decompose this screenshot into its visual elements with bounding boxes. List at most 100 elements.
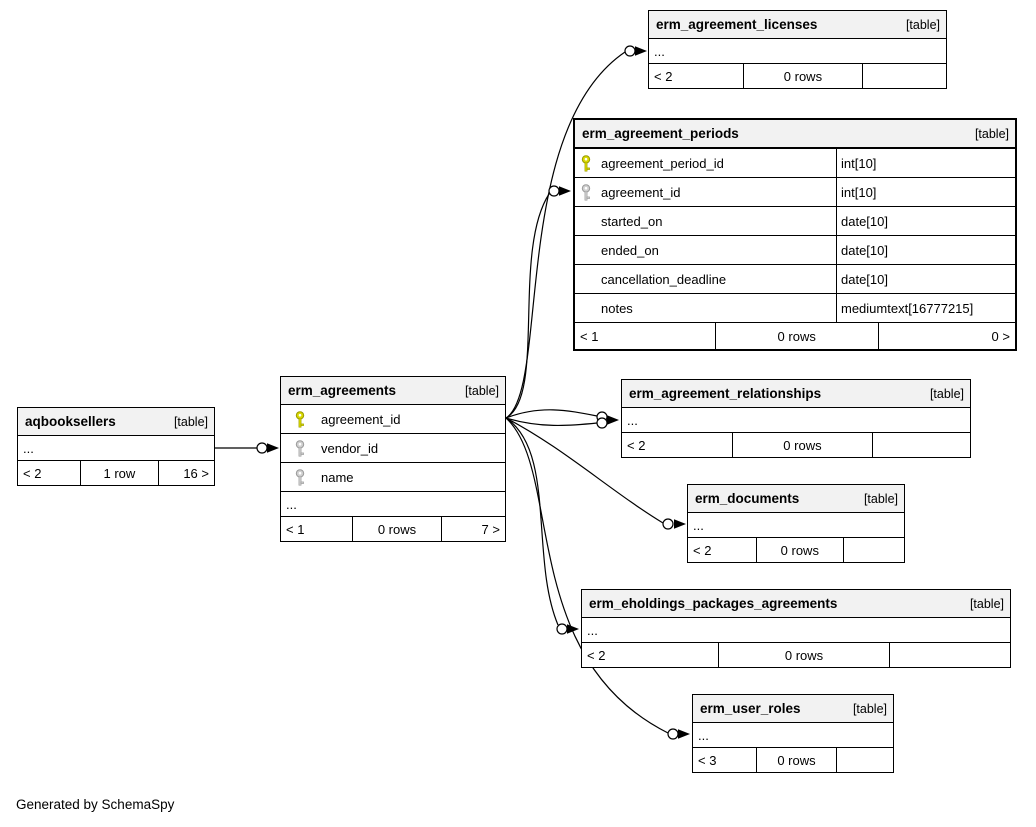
zero-or-one-circle-marker [256, 442, 268, 454]
children-count: < 3 [693, 748, 757, 772]
table-name: erm_documents [695, 491, 800, 506]
parents-count [890, 643, 1010, 667]
table-type-badge: [table] [173, 414, 208, 429]
table-header: erm_agreements [table] [281, 377, 505, 405]
row-count: 1 row [81, 461, 160, 485]
table-type-badge: [table] [905, 17, 940, 32]
foreign-key-arrowhead [674, 519, 686, 529]
column-row-started_on: started_on date[10] [575, 207, 1015, 236]
parents-count: 0 > [991, 328, 1010, 344]
table-name: aqbooksellers [25, 414, 116, 429]
ellipsis-label: ... [654, 43, 665, 59]
primary-key-icon [575, 154, 597, 172]
relationship-connector-erm_agreements.agreement_id-to-erm_documents [505, 417, 686, 530]
column-row-vendor_id: vendor_id [281, 434, 505, 463]
table-header: erm_agreement_relationships[table] [622, 380, 970, 408]
table-node-erm_eholdings_packages_agreements[interactable]: erm_eholdings_packages_agreements [table]… [581, 589, 1011, 668]
children-count: < 2 [18, 461, 81, 485]
table-name: erm_agreement_licenses [656, 17, 818, 32]
table-type-badge: [table] [863, 491, 898, 506]
row-count: 0 rows [353, 517, 443, 541]
foreign-key-arrowhead [635, 46, 647, 56]
children-count: < 2 [688, 538, 758, 562]
relationship-connector-erm_agreements.agreement_id-to-erm_eholdings_packages_agreements [505, 417, 579, 635]
children-count: < 1 [575, 323, 716, 349]
table-type-badge: [table] [464, 383, 499, 398]
table-type-badge: [table] [974, 126, 1009, 141]
column-name: started_on [601, 213, 663, 229]
table-header: erm_eholdings_packages_agreements [table] [582, 590, 1010, 618]
column-row-agreement_id: agreement_id int[10] [575, 178, 1015, 207]
zero-or-one-circle-marker [556, 623, 568, 635]
collapsed-columns-row: ... [693, 723, 893, 748]
parents-count: 7 > [481, 521, 500, 537]
relationship-connector-erm_agreements.agreement_id-to-erm_agreement_periods.agreement_id [505, 185, 571, 419]
relationship-connector-aqbooksellers-to-erm_agreements.vendor_id [215, 442, 279, 454]
parents-count [873, 433, 970, 457]
children-count: < 2 [582, 643, 719, 667]
collapsed-columns-row: ... [18, 436, 214, 461]
children-count: < 2 [622, 433, 734, 457]
column-type: date[10] [836, 265, 1015, 293]
column-row-cancellation_deadline: cancellation_deadline date[10] [575, 265, 1015, 294]
generator-note: Generated by SchemaSpy [16, 797, 175, 812]
zero-or-one-circle-marker [624, 45, 636, 57]
relationship-connector-erm_agreements.agreement_id-to-erm_user_roles [505, 417, 690, 740]
foreign-key-arrowhead [267, 443, 279, 453]
table-type-badge: [table] [969, 596, 1004, 611]
table-name: erm_agreements [288, 383, 397, 398]
zero-or-one-circle-marker [667, 728, 679, 740]
table-node-erm_agreements[interactable]: erm_agreements [table] agreement_id vendor_… [280, 376, 506, 542]
zero-or-one-circle-marker [662, 518, 674, 530]
table-header: erm_documents [table] [688, 485, 904, 513]
parents-count: 16 > [183, 465, 209, 481]
collapsed-columns-row: ... [688, 513, 904, 538]
parents-count [837, 748, 893, 772]
column-name: agreement_id [601, 184, 681, 200]
children-count: < 2 [649, 64, 745, 88]
table-node-erm_agreement_periods[interactable]: erm_agreement_periods [table] agreement_pe… [573, 118, 1017, 351]
row-count: 0 rows [757, 538, 844, 562]
table-header: erm_agreement_licenses [table] [649, 11, 946, 39]
ellipsis-label: ... [23, 440, 34, 456]
parents-count [844, 538, 904, 562]
table-name: erm_eholdings_packages_agreements [589, 596, 838, 611]
column-name: cancellation_deadline [601, 271, 727, 287]
column-type: int[10] [836, 178, 1015, 206]
foreign-key-icon [575, 183, 597, 201]
ellipsis-label: ... [693, 517, 704, 533]
table-name: erm_agreement_periods [582, 126, 739, 141]
collapsed-columns-row: ... [649, 39, 946, 64]
zero-or-one-circle-marker [596, 417, 608, 429]
foreign-key-icon [289, 439, 311, 457]
column-name: notes [601, 300, 633, 316]
column-type: mediumtext[16777215] [836, 294, 1015, 322]
foreign-key-icon [289, 468, 311, 486]
relationship-connector-erm_agreements.agreement_id-to-erm_agreement_licenses [505, 45, 647, 419]
table-name: erm_agreement_relationships [629, 386, 822, 401]
ellipsis-label: ... [698, 727, 709, 743]
children-count: < 1 [281, 517, 353, 541]
column-name: agreement_id [321, 411, 401, 427]
foreign-key-arrowhead [559, 186, 571, 196]
table-node-erm_agreement_relationships[interactable]: erm_agreement_relationships[table]...< 2… [621, 379, 971, 458]
parents-count [863, 64, 946, 88]
column-type: date[10] [836, 207, 1015, 235]
row-count: 0 rows [757, 748, 837, 772]
row-count: 0 rows [719, 643, 891, 667]
